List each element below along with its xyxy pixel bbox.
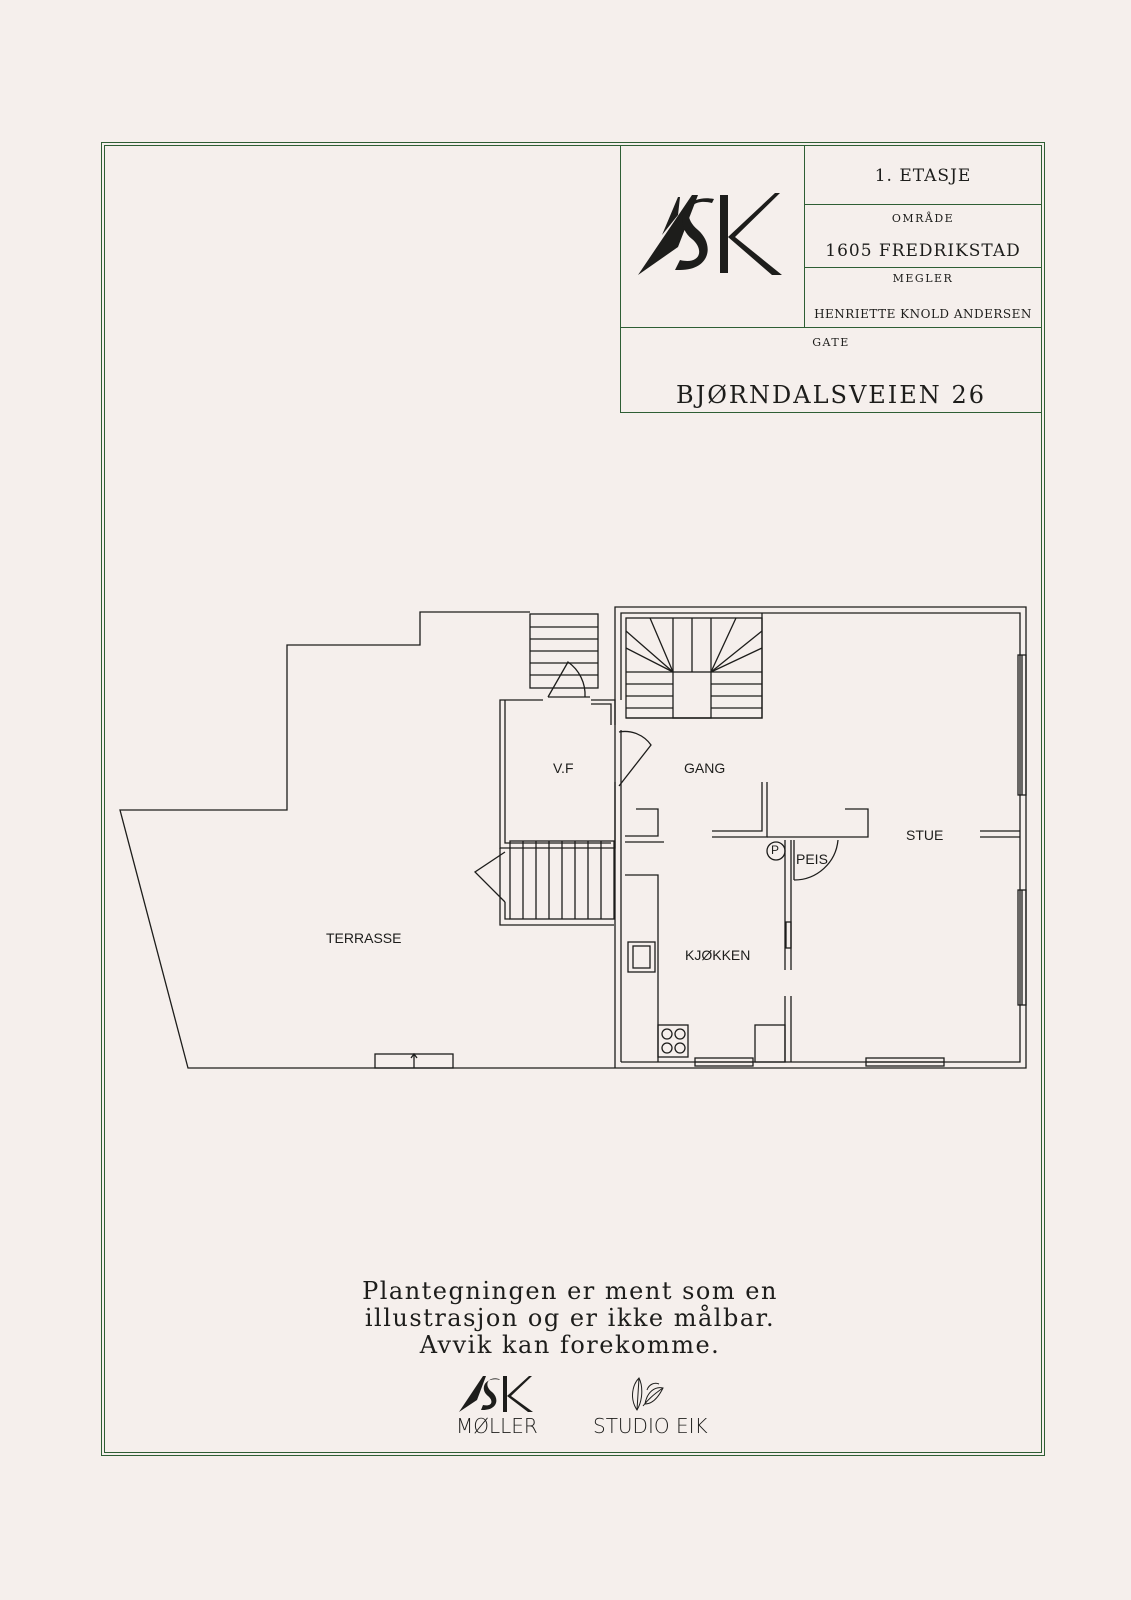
disclaimer-line-1: Plantegningen er ment som en xyxy=(362,1277,778,1305)
broker-value: HENRIETTE KNOLD ANDERSEN xyxy=(814,307,1032,321)
ask-moller-logo xyxy=(459,1376,533,1412)
room-label-gang: GANG xyxy=(684,760,726,776)
area-label: OMRÅDE xyxy=(891,212,955,225)
page-frame-outer xyxy=(101,142,1045,1456)
room-label-peis: PEIS xyxy=(796,851,828,867)
room-label-vf: V.F xyxy=(553,760,574,776)
ask-logo xyxy=(638,193,782,275)
main-stair xyxy=(625,617,763,719)
area-value: 1605 FREDRIKSTAD xyxy=(825,241,1021,261)
house-outer-wall xyxy=(614,606,1027,1069)
floor-label: 1. ETASJE xyxy=(874,166,972,186)
disclaimer-line-2: illustrasjon og er ikke målbar. xyxy=(364,1304,776,1332)
studio-eik-leaf-icon xyxy=(632,1377,664,1411)
street-label: GATE xyxy=(812,336,850,349)
disclaimer-line-3: Avvik kan forekomme. xyxy=(419,1331,721,1359)
title-block-street-cell xyxy=(620,327,1042,413)
terrace-outline xyxy=(119,611,615,1069)
broker-label: MEGLER xyxy=(892,272,954,285)
room-label-terrasse: TERRASSE xyxy=(326,930,402,946)
studio-eik-text: STUDIO EIK xyxy=(593,1414,708,1438)
room-label-stue: STUE xyxy=(906,827,944,843)
room-label-kjokken: KJØKKEN xyxy=(685,947,751,963)
disclaimer: Plantegningen er ment som en illustrasjo… xyxy=(330,1278,810,1359)
page-frame-inner xyxy=(104,145,1042,1453)
ask-moller-sub: MØLLER xyxy=(456,1414,538,1438)
street-value: BJØRNDALSVEIEN 26 xyxy=(676,381,986,409)
fireplace-symbol: P xyxy=(771,843,780,857)
